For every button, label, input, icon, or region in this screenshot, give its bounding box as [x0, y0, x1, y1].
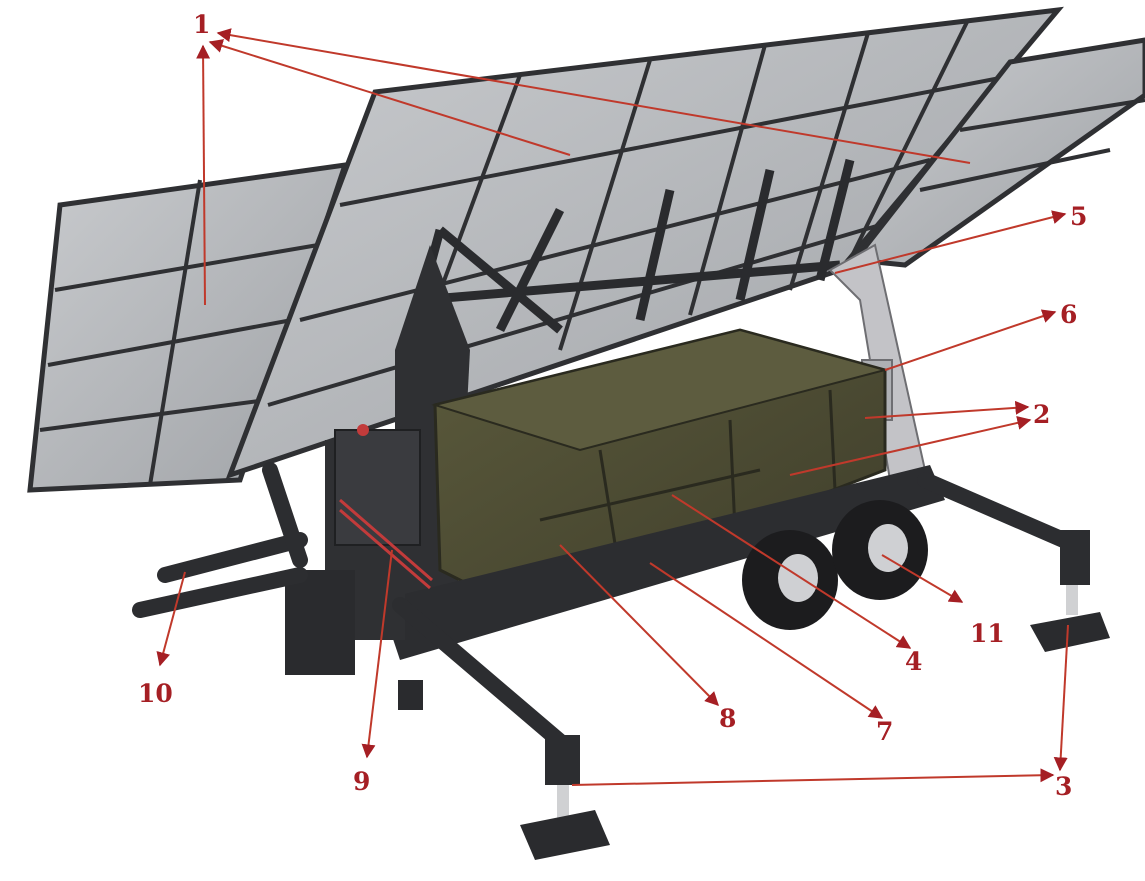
callout-9: 9	[353, 767, 370, 796]
callout-6: 6	[1060, 300, 1077, 329]
callout-4: 4	[905, 647, 922, 676]
arrow-10	[156, 571, 186, 667]
callout-7: 7	[876, 717, 893, 746]
cargo-box	[431, 328, 889, 612]
callout-labels: 1 2 3 4 5 6 7 8 9 10 11	[138, 10, 1087, 801]
callout-10: 10	[138, 679, 173, 708]
arrow-3b	[571, 768, 1055, 786]
arrow-2a	[864, 400, 1030, 419]
control-panel	[334, 424, 433, 590]
callout-8: 8	[719, 704, 736, 733]
callout-3: 3	[1055, 772, 1072, 801]
right-wing-grid	[919, 98, 1145, 192]
callout-1: 1	[193, 10, 210, 39]
support-truss	[400, 158, 855, 362]
arrow-1c	[216, 28, 971, 164]
solar-panel-right-wing	[850, 37, 1145, 268]
arrow-3a	[1053, 624, 1069, 772]
arrow-11	[881, 554, 964, 603]
rear-leg	[1030, 530, 1110, 652]
front-leg	[520, 735, 610, 860]
arrow-2b	[789, 415, 1032, 476]
callout-5: 5	[1070, 202, 1087, 231]
arrow-8	[559, 544, 719, 706]
arrow-4	[671, 494, 912, 649]
callout-2: 2	[1033, 400, 1050, 429]
callout-11: 11	[970, 619, 1005, 648]
outriggers	[132, 462, 1083, 758]
tow-block	[398, 680, 423, 710]
arrow-6	[884, 309, 1057, 371]
callout-arrows	[156, 28, 1069, 786]
solar-panel-left-wing	[27, 161, 349, 493]
arrow-5	[834, 210, 1067, 274]
left-wing-grid	[39, 179, 319, 486]
arrow-9	[361, 549, 393, 759]
arrow-1a	[196, 44, 211, 306]
arrow-7	[649, 562, 884, 719]
arrow-1b	[208, 39, 571, 156]
